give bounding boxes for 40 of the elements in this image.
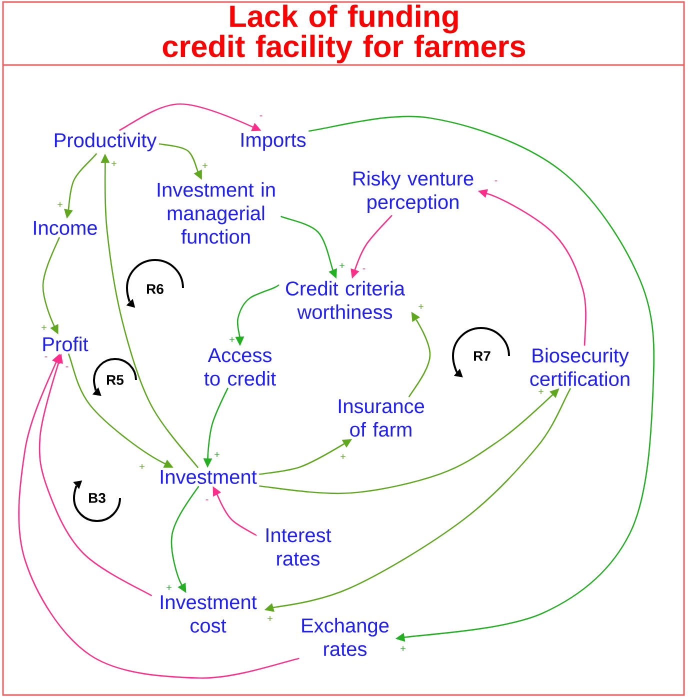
- polarity-sign: +: [418, 304, 424, 309]
- variable-label: Access to credit: [204, 348, 276, 386]
- loop-label: R5: [107, 375, 124, 385]
- polarity-sign: -: [66, 366, 68, 368]
- variable-label: Biosecurity certification: [530, 348, 630, 386]
- loop-label: R6: [147, 284, 164, 294]
- polarity-sign: -: [44, 356, 48, 358]
- variable-label: Interest rates: [266, 528, 332, 566]
- polarity-sign: -: [260, 115, 262, 116]
- polarity-sign: -: [362, 268, 366, 270]
- variable-label: Investment: [160, 470, 257, 484]
- variable-label: Income: [34, 221, 97, 235]
- variable-label: Profit: [43, 336, 88, 352]
- polarity-sign: +: [42, 325, 46, 330]
- polarity-sign: +: [538, 389, 544, 394]
- polarity-sign: +: [112, 161, 116, 166]
- variable-label: Risky venture perception: [354, 170, 474, 214]
- polarity-sign: -: [206, 499, 208, 500]
- polarity-sign: +: [268, 616, 272, 621]
- polarity-sign: +: [202, 163, 208, 168]
- polarity-sign: +: [166, 585, 172, 590]
- polarity-sign: +: [340, 454, 346, 459]
- variable-label: Insurance of farm: [338, 399, 424, 437]
- polarity-sign: +: [400, 646, 406, 651]
- loop-label: R7: [474, 351, 490, 361]
- polarity-sign: +: [340, 263, 344, 268]
- variable-label: Productivity: [54, 132, 157, 152]
- polarity-sign: +: [214, 452, 220, 457]
- title: Lack of funding credit facility for farmers: [162, 4, 526, 64]
- variable-label: Exchange rates: [302, 618, 389, 656]
- causal-arrow: [308, 116, 654, 642]
- polarity-sign: +: [140, 464, 144, 469]
- loop-label: B3: [89, 493, 106, 503]
- variable-label: Imports: [242, 133, 306, 151]
- variable-label: Investment cost: [160, 595, 257, 633]
- polarity-sign: -: [494, 180, 498, 182]
- polarity-sign: +: [230, 337, 234, 342]
- variable-label: Investment in managerial function: [158, 182, 275, 244]
- polarity-sign: +: [58, 202, 62, 207]
- variable-label: Credit criteria worthiness: [286, 280, 405, 320]
